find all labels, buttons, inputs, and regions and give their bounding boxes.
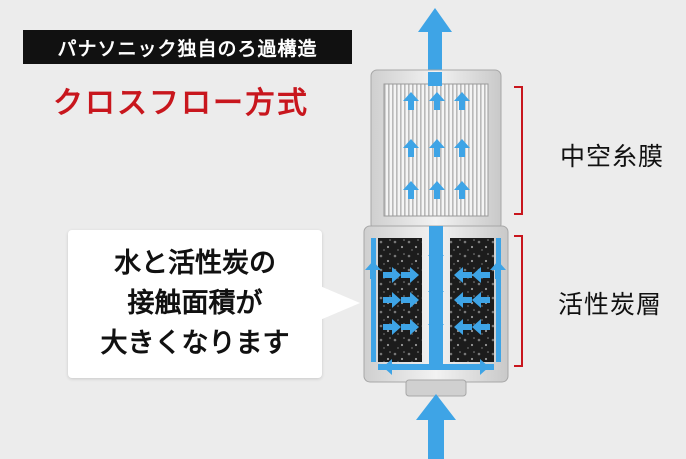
callout-bubble [68,230,322,378]
callout-text: 水と活性炭の 接触面積が 大きくなります [68,244,322,364]
inflow-arrow-icon [416,394,456,459]
bottom-flow [378,359,494,375]
tagline-banner: パナソニック独自のろ過構造 [23,30,352,64]
callout-line-1: 水と活性炭の [114,248,276,279]
method-title: クロスフロー方式 [53,86,309,121]
callout-line-3: 大きくなります [100,328,290,359]
label-hollow-fiber: 中空糸膜 [560,142,665,171]
callout-line-2: 接触面積が [127,288,263,319]
label-activated-carbon: 活性炭層 [558,290,663,319]
carbon-bracket [514,235,523,367]
callout-tail [320,286,360,320]
tagline-text: パナソニック独自のろ過構造 [57,37,318,60]
membrane-bracket [514,86,523,215]
